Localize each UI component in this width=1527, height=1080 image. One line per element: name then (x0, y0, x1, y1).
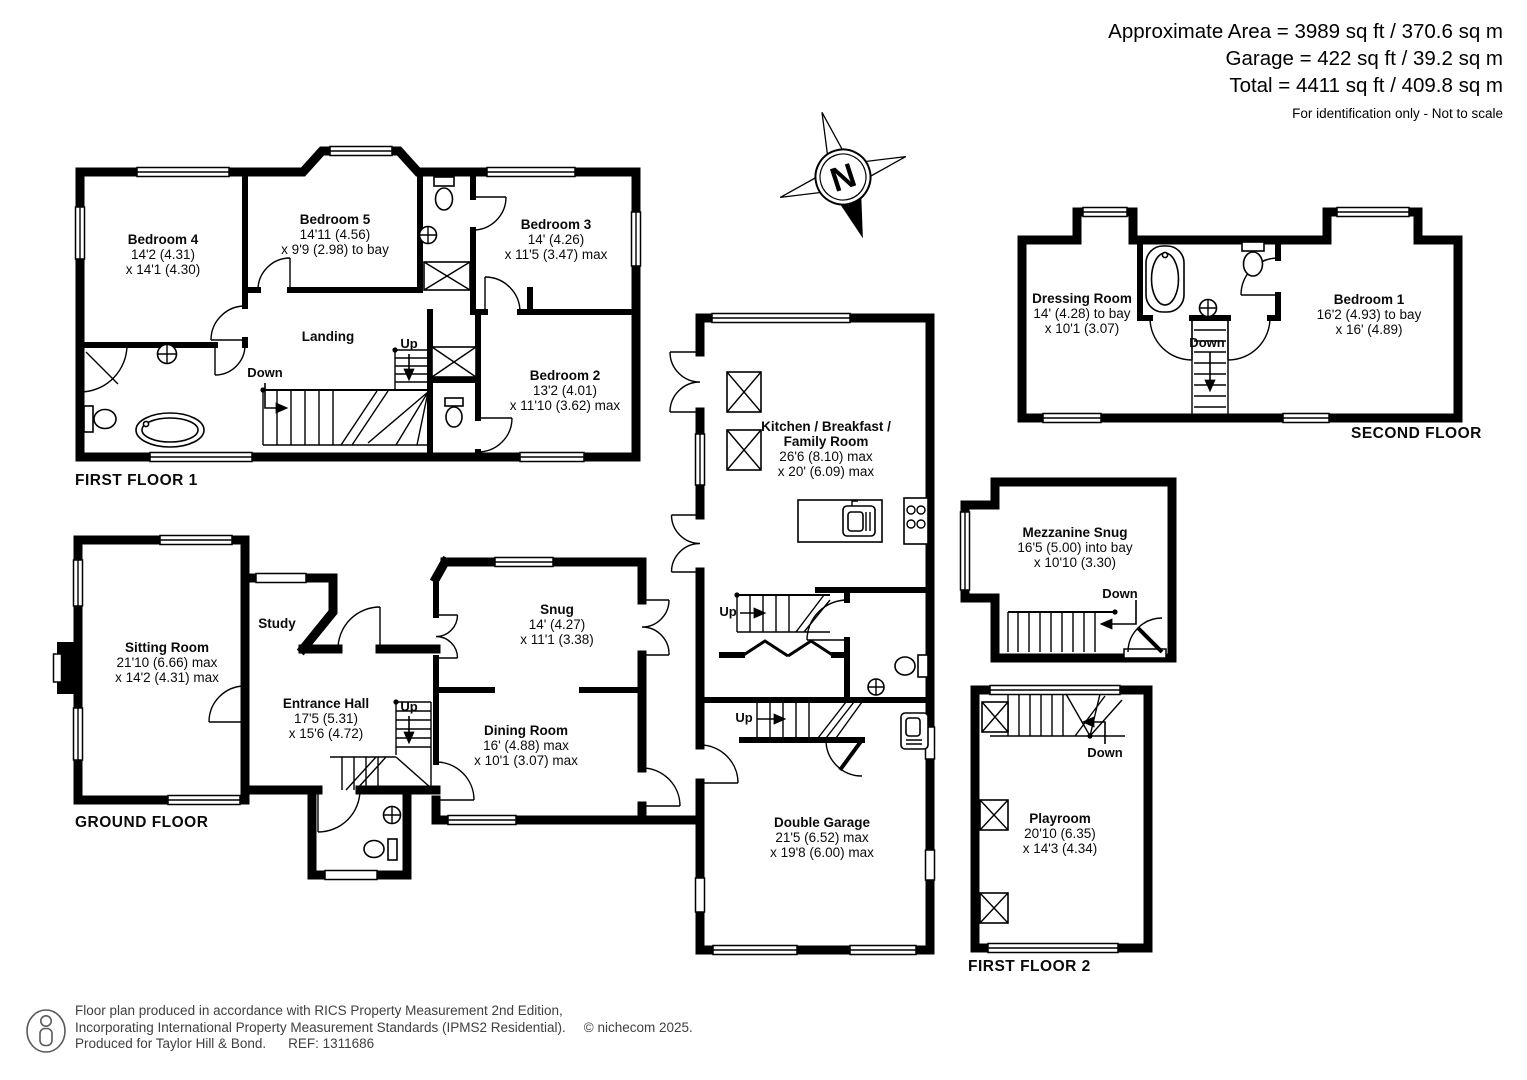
room-label-mezzanine-snug: Mezzanine Snug 16'5 (5.00) into bay x 10… (1017, 525, 1133, 570)
stair-label-ff1-down: Down (247, 365, 283, 380)
room-label-entrance-hall: Entrance Hall 17'5 (5.31) x 15'6 (4.72) (282, 696, 370, 741)
door-arc (208, 351, 863, 833)
window (1042, 206, 1410, 424)
bath-icon (1145, 245, 1185, 313)
door-leaf (838, 738, 864, 772)
room-label-kitchen: Kitchen / Breakfast / Family Room 26'6 (… (761, 419, 891, 479)
second-floor-plan (1017, 206, 1463, 424)
door-arc (210, 196, 521, 453)
toilet-icon (444, 397, 464, 428)
stairs (734, 592, 831, 633)
room-label-double-garage: Double Garage 21'5 (6.52) max x 19'8 (6.… (770, 815, 874, 860)
basin-icon (867, 678, 885, 696)
first-floor-2-plan (970, 684, 1153, 954)
footer-line-1: Floor plan produced in accordance with R… (75, 1003, 563, 1018)
toilet-icon (1241, 241, 1265, 277)
bifold-doors-icon (741, 639, 835, 658)
room-label-snug: Snug 14' (4.27) x 11'1 (3.38) (520, 602, 594, 647)
approximate-area: Approximate Area = 3989 sq ft / 370.6 sq… (1108, 20, 1503, 43)
toilet-icon (433, 176, 455, 211)
stairs (756, 701, 863, 739)
basin-icon (382, 805, 402, 825)
toilet-icon (363, 838, 398, 861)
stairs (1191, 318, 1229, 416)
compass-icon: N (779, 112, 907, 239)
basin-icon (156, 343, 178, 365)
stair-label-sf-down: Down (1189, 335, 1225, 350)
hob-icon (903, 497, 929, 545)
room-label-bedroom-2: Bedroom 2 13'2 (4.01) x 11'10 (3.62) max (509, 368, 621, 413)
scale-note: For identification only - Not to scale (1292, 106, 1503, 121)
stair-label-gf-hall-up: Up (400, 699, 418, 714)
reference-number: REF: 1311686 (288, 1036, 375, 1051)
door-arc (1123, 617, 1167, 659)
room-label-bedroom-4: Bedroom 4 14'2 (4.31) x 14'1 (4.30) (125, 232, 201, 277)
total-area: Total = 4411 sq ft / 409.8 sq m (1229, 74, 1503, 97)
room-label-sitting-room: Sitting Room 21'10 (6.66) max x 14'2 (4.… (115, 640, 219, 685)
window (987, 684, 1121, 954)
garage-area: Garage = 422 sq ft / 39.2 sq m (1225, 47, 1503, 70)
stairs (1007, 600, 1137, 652)
floor-label-second-floor: SECOND FLOOR (1351, 425, 1482, 442)
room-label-study: Study (258, 616, 296, 631)
floor-label-first-floor-1: FIRST FLOOR 1 (75, 472, 198, 489)
room-label-bedroom-1: Bedroom 1 16'2 (4.93) to bay x 16' (4.89… (1316, 292, 1422, 337)
bath-icon (135, 412, 205, 448)
sink-icon (900, 712, 929, 750)
room-label-bedroom-5: Bedroom 5 14'11 (4.56) x 9'9 (2.98) to b… (281, 212, 389, 257)
area-summary: Approximate Area = 3989 sq ft / 370.6 sq… (1108, 18, 1503, 121)
stair-label-mezz-down: Down (1102, 586, 1138, 601)
copyright: © nichecom 2025. (583, 1019, 693, 1035)
shower-icon (79, 344, 128, 393)
stair-label-gf-mezz-up: Up (719, 604, 737, 619)
stair-label-ff1-up: Up (400, 336, 418, 351)
shower-icon (423, 261, 471, 291)
person-icon (26, 1009, 66, 1053)
room-label-dressing-room: Dressing Room 14' (4.28) to bay x 10'1 (… (1032, 291, 1132, 336)
stairs (990, 693, 1125, 744)
window (72, 312, 936, 956)
room-label-playroom: Playroom 20'10 (6.35) x 14'3 (4.34) (1022, 811, 1098, 856)
stairs (330, 699, 432, 791)
floor-label-ground-floor: GROUND FLOOR (75, 814, 209, 831)
mezzanine-plan (959, 477, 1177, 663)
window (959, 511, 971, 591)
floor-label-first-floor-2: FIRST FLOOR 2 (968, 958, 1091, 975)
rooflight-icon (726, 371, 762, 471)
footer-disclaimer: Floor plan produced in accordance with R… (75, 1003, 693, 1053)
window (74, 145, 642, 463)
stair-label-gf-garage-up: Up (735, 710, 753, 725)
toilet-icon (894, 654, 929, 678)
toilet-icon (83, 405, 117, 433)
basin-icon (1198, 298, 1218, 318)
footer-line-2: Incorporating International Property Mea… (75, 1019, 693, 1035)
sink-icon (842, 500, 876, 537)
shower-icon (431, 346, 477, 378)
stairs (260, 347, 429, 446)
basin-icon (418, 225, 438, 245)
stair-label-ff2-down: Down (1087, 745, 1123, 760)
room-label-bedroom-3: Bedroom 3 14' (4.26) x 11'5 (3.47) max (504, 217, 608, 262)
room-label-landing: Landing (301, 329, 355, 344)
footer-line-3: Produced for Taylor Hill & Bond.REF: 131… (75, 1036, 375, 1051)
ground-floor-plan (52, 312, 936, 956)
rooflight-icon (979, 701, 1009, 924)
first-floor-1-plan (74, 145, 642, 463)
room-label-dining-room: Dining Room 16' (4.88) max x 10'1 (3.07)… (474, 723, 578, 768)
